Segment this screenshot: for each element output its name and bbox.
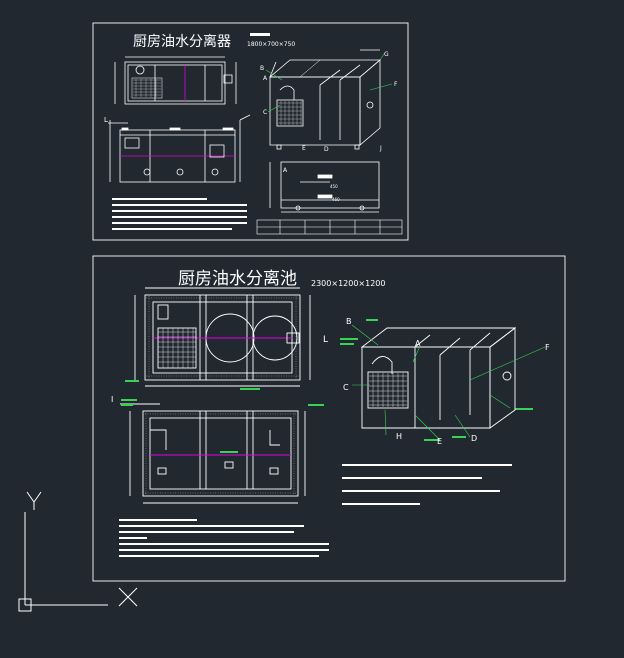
sheet-1-plan-view xyxy=(114,56,237,105)
sheet-1-dims: 1800×700×750 xyxy=(247,41,295,48)
callout-C: C xyxy=(263,109,267,116)
callout-B: B xyxy=(346,317,352,326)
callout-F: F xyxy=(545,343,550,352)
sheet-2-title: 厨房油水分离池 xyxy=(178,269,297,289)
callout-A: A xyxy=(263,75,268,82)
callout-A: A xyxy=(415,339,421,348)
sheet-2-plan-hatch xyxy=(146,296,299,379)
callout-E: E xyxy=(437,437,442,446)
sheet-1-iso-callouts: G B A F C D E J xyxy=(260,51,398,153)
sheet-2-section-view xyxy=(120,403,306,504)
sheet-1-isometric-view xyxy=(268,49,382,150)
sheet-2-border xyxy=(92,255,566,582)
sheet-2-section-hatch xyxy=(145,413,296,495)
sheet-1-notes xyxy=(112,198,247,230)
sheet-2-isometric-view xyxy=(360,327,517,429)
sheet-1-border xyxy=(92,22,409,241)
callout-H: H xyxy=(396,432,402,441)
sheet-2-separator-pit[interactable]: 厨房油水分离池 2300×1200×1200 xyxy=(92,255,566,582)
callout-J: J xyxy=(379,145,382,152)
callout-C: C xyxy=(343,383,349,392)
sheet-1-title-underline xyxy=(250,33,270,36)
callout-D: D xyxy=(471,434,477,443)
ucs-icon xyxy=(18,491,138,612)
side-callout-A: A xyxy=(283,167,288,174)
callout-D: D xyxy=(324,146,329,153)
sheet-2-label-I: I xyxy=(111,395,113,404)
callout-E: E xyxy=(302,145,306,152)
sheet-2-iso-callouts: B A F C E D H xyxy=(343,317,550,446)
sheet-1-section-view xyxy=(108,114,251,183)
sheet-2-dims: 2300×1200×1200 xyxy=(311,279,385,288)
callout-G: G xyxy=(384,51,389,58)
sheet-2-plan-view xyxy=(134,287,311,387)
sheet-1-title: 厨房油水分离器 xyxy=(133,33,231,50)
callout-F: F xyxy=(394,81,398,88)
sheet-1-separator[interactable]: 厨房油水分离器 1800×700×750 xyxy=(92,22,409,241)
callout-B: B xyxy=(260,65,264,72)
sheet-2-notes-bottom xyxy=(119,519,329,557)
sheet-2-green-labels xyxy=(121,319,533,453)
sheet-1-side-view xyxy=(269,161,380,213)
sheet-1-title-block xyxy=(256,219,403,235)
side-dim-450: 450 xyxy=(330,184,338,189)
side-dim-460: 460 xyxy=(332,197,340,202)
sheet-2-label-L: L xyxy=(323,335,328,345)
sheet-2-notes-right xyxy=(342,464,512,505)
sheet-1-label-L: L xyxy=(104,116,108,124)
